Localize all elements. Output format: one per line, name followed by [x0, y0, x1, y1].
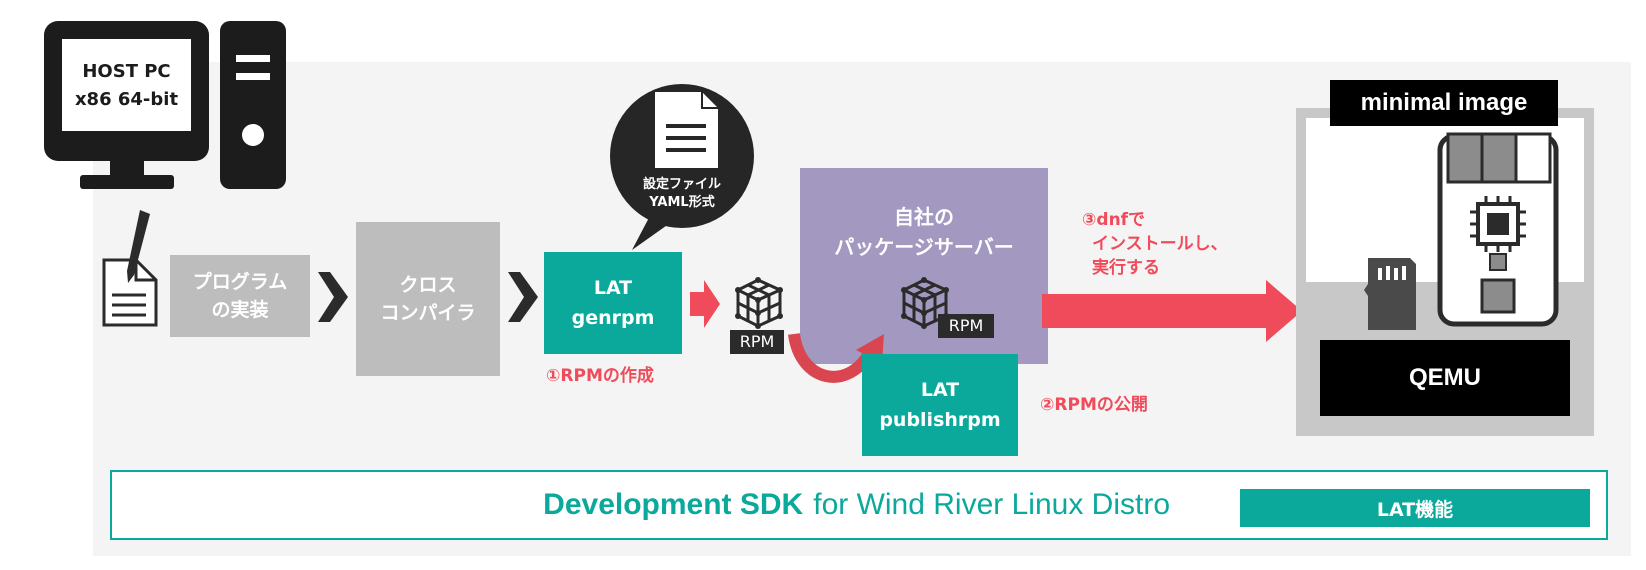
cross-line1: クロス — [399, 274, 457, 296]
sdk-title: Development SDK for Wind River Linux Dis… — [110, 470, 1170, 540]
config-file-label: 設定ファイル YAML形式 — [610, 176, 754, 212]
cross-line2: コンパイラ — [380, 302, 476, 324]
package-server-label: 自社の パッケージサーバー — [800, 202, 1048, 262]
source-document-icon — [102, 210, 158, 327]
arrow-icon — [508, 272, 538, 322]
sdk-frame — [110, 470, 1608, 540]
program-line1: プログラム — [192, 271, 288, 293]
annotation-install: ③dnfで インストールし、 実行する — [1082, 208, 1228, 280]
genrpm-line2: genrpm — [571, 307, 655, 329]
install-arrow-icon — [1042, 280, 1302, 342]
annotation-publish-rpm: ②RPMの公開 — [1040, 395, 1148, 415]
host-pc-line1: HOST PC — [82, 61, 171, 82]
install-line2: インストールし、 — [1092, 234, 1228, 254]
lat-publishrpm-box: LAT publishrpm — [862, 354, 1018, 456]
rpm-label: RPM — [938, 314, 994, 338]
qemu-box: QEMU — [1320, 340, 1570, 416]
server-line1: 自社の — [894, 205, 954, 229]
sdk-title-rest: for Wind River Linux Distro — [813, 488, 1170, 521]
genrpm-line1: LAT — [593, 277, 633, 299]
package-server-box — [800, 168, 1048, 364]
lat-legend: LAT機能 — [1240, 489, 1590, 527]
host-pc-label: HOST PC x86 64-bit — [62, 58, 191, 114]
publishrpm-line2: publishrpm — [879, 409, 1001, 431]
board-icon — [1437, 132, 1559, 327]
config-file-bubble — [610, 84, 754, 250]
cross-compiler-box: クロス コンパイラ — [356, 222, 500, 376]
install-line3: 実行する — [1092, 258, 1160, 278]
lat-genrpm-box: LAT genrpm — [544, 252, 682, 354]
sd-card-icon — [1364, 258, 1416, 330]
sdk-title-bold: Development SDK — [543, 488, 804, 521]
rpm-package-icon — [735, 277, 783, 329]
host-pc-line2: x86 64-bit — [74, 89, 179, 110]
annotation-create-rpm: ①RPMの作成 — [546, 366, 654, 386]
config-line2: YAML形式 — [649, 195, 715, 210]
rpm-label: RPM — [730, 330, 784, 354]
server-line2: パッケージサーバー — [834, 235, 1014, 259]
red-arrow-icon — [690, 280, 720, 328]
install-line1: ③dnfで — [1082, 210, 1146, 230]
host-pc-icon — [44, 21, 286, 189]
publishrpm-line1: LAT — [920, 379, 960, 401]
minimal-image-title: minimal image — [1330, 80, 1558, 126]
program-implementation-box: プログラム の実装 — [170, 255, 310, 337]
program-line2: の実装 — [211, 299, 269, 321]
arrow-icon — [318, 272, 348, 322]
config-line1: 設定ファイル — [642, 177, 721, 192]
